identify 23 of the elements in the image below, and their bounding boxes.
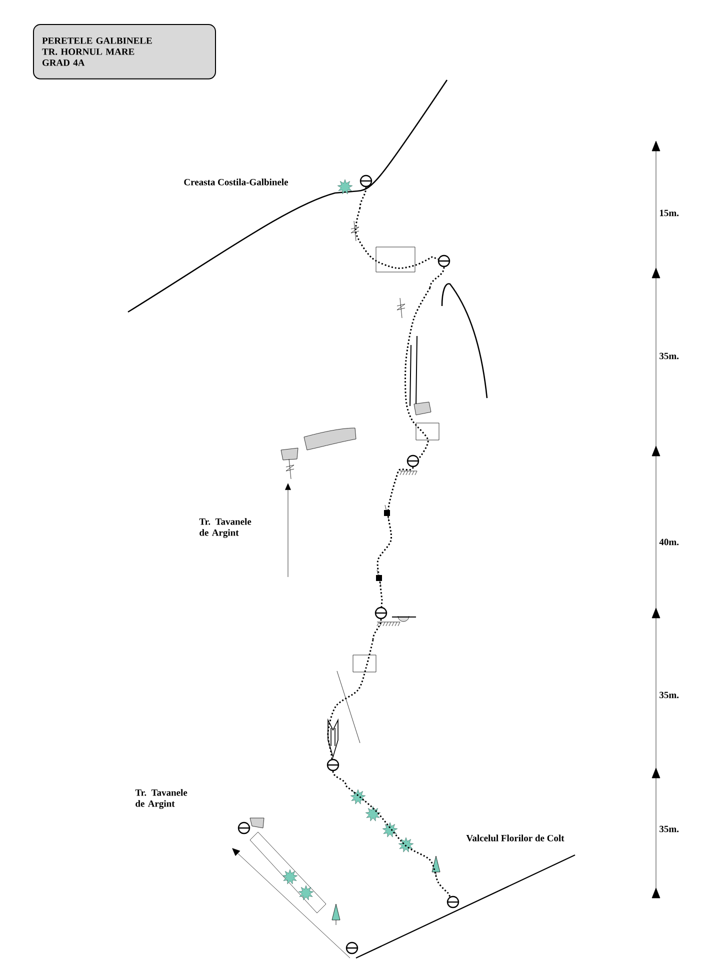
belay-symbol	[326, 758, 340, 772]
route-label: Tr. Tavanele de Argint	[199, 518, 252, 538]
route-line	[327, 618, 382, 760]
route-label: Valcelul Florilor de Colt	[466, 834, 564, 842]
route-label: 35m.	[660, 826, 679, 832]
belay-symbol	[406, 454, 420, 468]
route-line	[332, 770, 451, 898]
route-label: 15m.	[660, 210, 679, 216]
belay-symbol	[346, 942, 358, 954]
route-line	[354, 186, 439, 269]
belay-symbol	[374, 606, 388, 620]
title-box: PERETELE GALBINELE TR. HORNUL MARE GRAD 4A	[33, 24, 216, 80]
route-line	[404, 266, 445, 459]
route-label: 35m.	[660, 352, 679, 360]
belay-symbol	[438, 254, 450, 268]
route-label: Tr. Tavanele de Argint	[135, 789, 188, 809]
belay-symbol	[360, 174, 372, 188]
route-line	[376, 466, 414, 608]
route-label: 40m.	[659, 538, 679, 546]
route-label: Creasta Costila-Galbinele	[184, 178, 288, 186]
belay-symbol	[446, 896, 460, 908]
belay-symbol	[238, 822, 250, 834]
route-label: 35m.	[660, 692, 679, 698]
